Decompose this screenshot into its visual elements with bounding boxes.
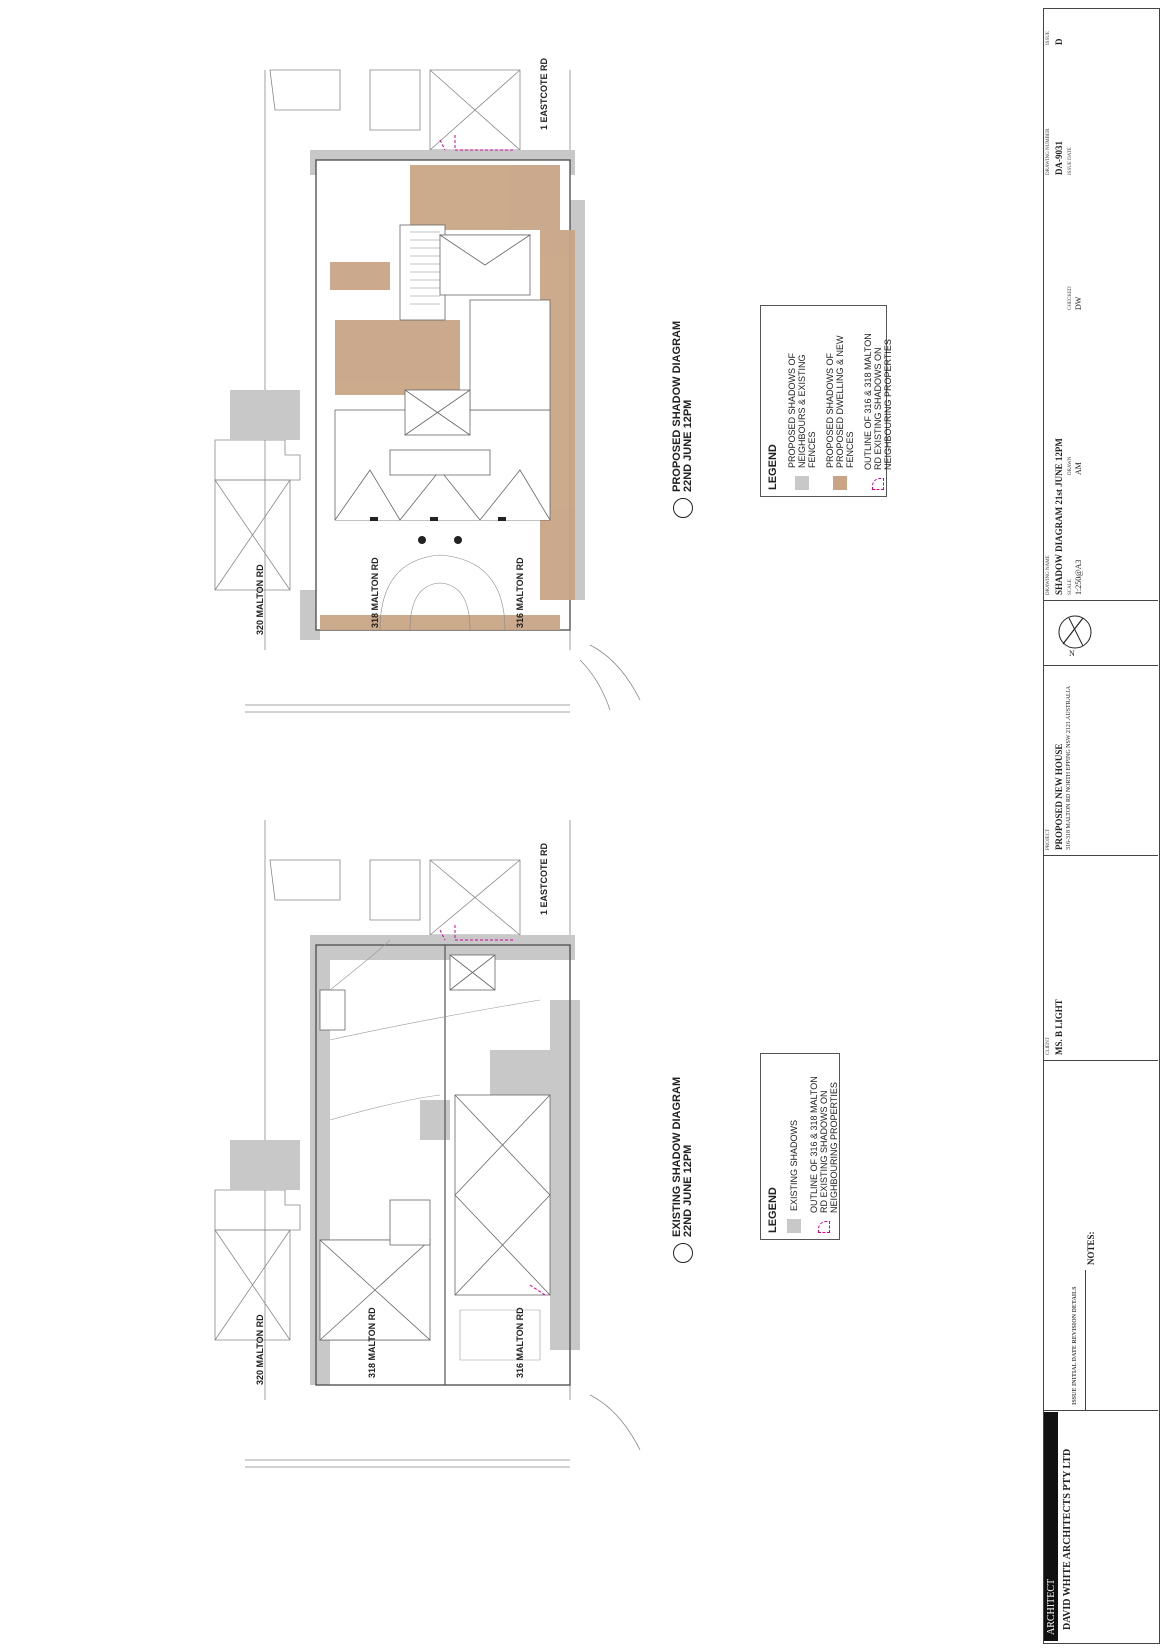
existing-title-marker: [673, 1243, 693, 1263]
magenta-outline-swatch: [818, 1221, 830, 1233]
grey-swatch: [787, 1219, 801, 1233]
title-block: [1043, 8, 1160, 1644]
notes-label: NOTES:: [1086, 1231, 1096, 1265]
road-label-eastcote: 1 EASTCOTE RD: [539, 57, 549, 130]
north-arrow-icon: N: [1058, 615, 1092, 658]
legend-title: LEGEND: [767, 1187, 779, 1233]
project-label: PROJECT: [1046, 828, 1051, 850]
brown-swatch: [833, 476, 847, 490]
proposed-diagram-title: PROPOSED SHADOW DIAGRAM 22ND JUNE 12PM: [671, 320, 694, 492]
svg-text:N: N: [1069, 649, 1075, 658]
tb-divider: [1043, 1060, 1158, 1061]
magenta-outline-swatch: [872, 478, 884, 490]
issue-label: ISSUE: [1046, 31, 1051, 45]
legend-item-neighbour-shadows: PROPOSED SHADOWS OF NEIGHBOURS & EXISTIN…: [787, 312, 817, 490]
proposed-title-marker: [673, 498, 693, 518]
legend-item-outline: OUTLINE OF 316 & 318 MALTON RD EXISTING …: [809, 1060, 839, 1233]
drawing-name-label: DRAWING NAME: [1046, 555, 1051, 595]
tb-divider: [1043, 855, 1158, 856]
scale-value: 1:250@A3: [1074, 559, 1083, 595]
road-label-318: 318 MALTON RD: [370, 557, 380, 628]
road-label-eastcote-existing: 1 EASTCOTE RD: [539, 842, 549, 915]
tb-divider: [1043, 600, 1158, 601]
drawing-number-label: DRAWING NUMBER: [1046, 128, 1051, 175]
project-name: PROPOSED NEW HOUSE: [1054, 743, 1064, 850]
architect-label: ARCHITECT: [1046, 1578, 1057, 1635]
architect-band: [1044, 1412, 1058, 1641]
grey-swatch: [795, 476, 809, 490]
road-label-320-existing: 320 MALTON RD: [255, 1314, 265, 1385]
drawing-name: SHADOW DIAGRAM 21st JUNE 12PM: [1054, 438, 1064, 595]
road-label-316: 316 MALTON RD: [515, 557, 525, 628]
client-label: CLIENT: [1046, 1037, 1051, 1055]
road-label-320: 320 MALTON RD: [255, 564, 265, 635]
road-label-318-existing: 318 MALTON RD: [367, 1307, 377, 1378]
proposed-legend: LEGEND PROPOSED SHADOWS OF NEIGHBOURS & …: [760, 305, 893, 497]
checked-value: DW: [1074, 296, 1083, 310]
legend-title: LEGEND: [767, 444, 779, 490]
existing-diagram-title: EXISTING SHADOW DIAGRAM 22ND JUNE 12PM: [671, 1076, 694, 1237]
issue-date-label: ISSUE DATE: [1068, 147, 1073, 175]
tb-divider: [1043, 1410, 1158, 1411]
tb-revision-box: [1043, 1270, 1086, 1410]
project-address: 316-318 MALTON RD NORTH EPPING NSW 2121 …: [1066, 685, 1072, 850]
legend-item-existing-shadows: EXISTING SHADOWS: [787, 1060, 801, 1233]
existing-legend: LEGEND EXISTING SHADOWS OUTLINE OF 316 &…: [760, 1053, 840, 1240]
tb-divider: [1043, 665, 1158, 666]
legend-item-outline: OUTLINE OF 316 & 318 MALTON RD EXISTING …: [863, 312, 893, 490]
firm-name: DAVID WHITE ARCHITECTS PTY LTD: [1062, 1448, 1073, 1630]
drawing-number: DA-9031: [1054, 141, 1064, 175]
legend-item-proposed-shadows: PROPOSED SHADOWS OF PROPOSED DWELLING & …: [825, 312, 855, 490]
road-label-316-existing: 316 MALTON RD: [515, 1307, 525, 1378]
drawn-value: AM: [1074, 462, 1083, 475]
client-name: MS. B LIGHT: [1054, 999, 1064, 1055]
issue-value: D: [1054, 38, 1064, 46]
revision-header: ISSUE INITIAL DATE REVISION DETAILS: [1072, 1286, 1078, 1406]
